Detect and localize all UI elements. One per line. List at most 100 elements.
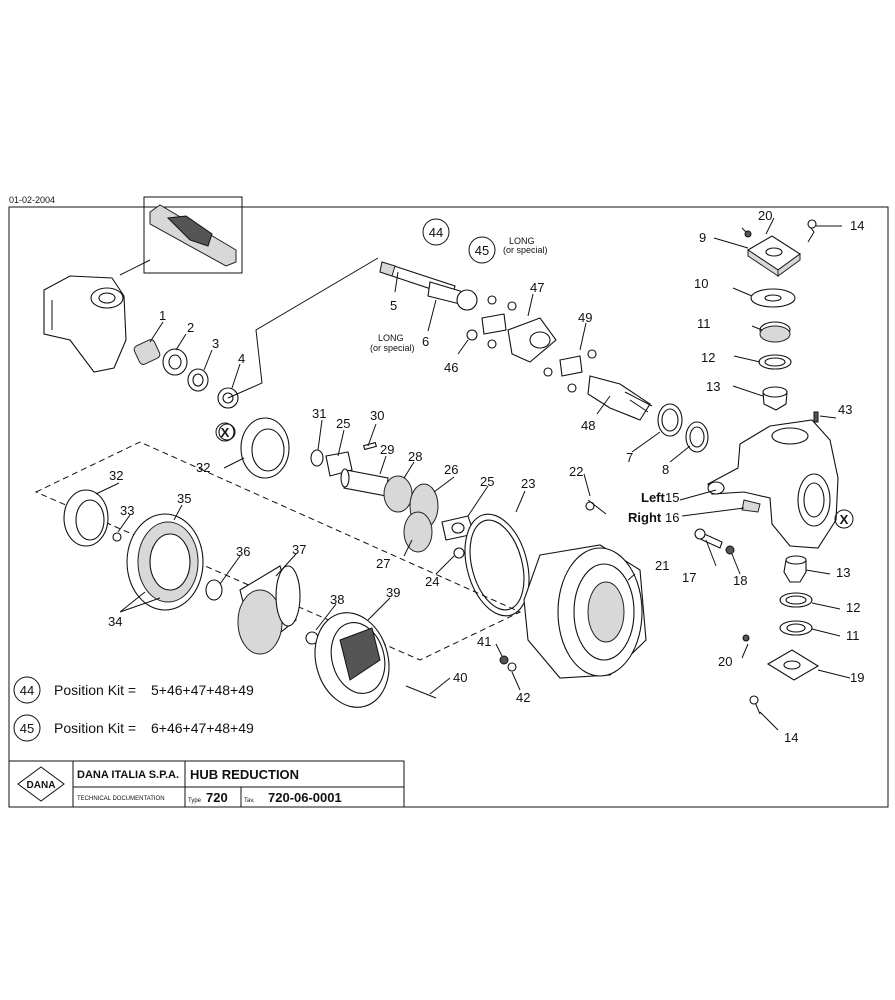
callout-45-circled: 45 [475, 243, 489, 258]
callout-23: 23 [521, 476, 535, 491]
callout-27: 27 [376, 556, 390, 571]
callout-41: 41 [477, 634, 491, 649]
side-label-right: Right [628, 510, 662, 525]
long-notes: LONG (or special) LONG (or special) [370, 236, 548, 353]
callout-36: 36 [236, 544, 250, 559]
axle-inset [119, 196, 243, 276]
type-value: 720 [206, 790, 228, 805]
callout-49: 49 [578, 310, 592, 325]
callout-46: 46 [444, 360, 458, 375]
drawing-border [8, 206, 889, 808]
bearing-cup-32 [218, 417, 290, 479]
note-or-special-top: (or special) [503, 245, 548, 255]
callout-11-bottom: 11 [846, 628, 860, 643]
callout-32-center: 32 [196, 460, 210, 475]
note-or-special-left: (or special) [370, 343, 415, 353]
kit-44-number: 44 [20, 683, 34, 698]
callout-17: 17 [682, 570, 696, 585]
position-kits: 44 Position Kit = 5+46+47+48+49 45 Posit… [13, 676, 254, 742]
callout-13-top: 13 [706, 379, 720, 394]
callout-5: 5 [390, 298, 397, 313]
dana-logo: DANA [27, 780, 56, 791]
callout-25-right: 25 [480, 474, 494, 489]
callout-labels: 1 2 3 4 5 6 7 8 9 10 11 11 12 12 13 13 1… [108, 208, 864, 745]
callout-3: 3 [212, 336, 219, 351]
callout-14-bottom: 14 [784, 730, 798, 745]
universal-joint-assembly [466, 295, 653, 421]
callout-12-top: 12 [701, 350, 715, 365]
kit-45-number: 45 [20, 721, 34, 736]
callout-30: 30 [370, 408, 384, 423]
cover-39 [314, 612, 437, 708]
callout-48: 48 [581, 418, 595, 433]
callout-24: 24 [425, 574, 439, 589]
marker-x-right: X [840, 512, 849, 527]
callout-11-top: 11 [697, 316, 711, 331]
note-long-top: LONG [509, 236, 535, 246]
ring-37 [237, 565, 319, 655]
callout-16: 16 [665, 510, 679, 525]
callout-20-bottom: 20 [718, 654, 732, 669]
callout-38: 38 [330, 592, 344, 607]
kit-44-label: Position Kit = [54, 682, 136, 698]
callout-13-bottom: 13 [836, 565, 850, 580]
callout-22: 22 [569, 464, 583, 479]
callout-44-circled: 44 [429, 225, 443, 240]
steering-knuckle [707, 419, 839, 549]
plug-41-42 [499, 655, 517, 672]
bearing-parts-1-4 [133, 339, 239, 409]
leader-lines [95, 217, 851, 731]
callout-28: 28 [408, 449, 422, 464]
company-name: DANA ITALIA S.P.A. [77, 769, 179, 781]
callout-35: 35 [177, 491, 191, 506]
marker-x-left: X [221, 425, 230, 440]
callout-34: 34 [108, 614, 122, 629]
callout-33: 33 [120, 503, 134, 518]
callout-2: 2 [187, 320, 194, 335]
callout-21: 21 [655, 558, 669, 573]
callout-29: 29 [380, 442, 394, 457]
drawing-date: 01-02-2004 [9, 195, 55, 205]
technical-documentation: TECHNICAL DOCUMENTATION [77, 796, 165, 802]
callout-1: 1 [159, 308, 166, 323]
callout-26: 26 [444, 462, 458, 477]
callout-6: 6 [422, 334, 429, 349]
axle-shafts-5-6 [379, 261, 478, 311]
callout-7: 7 [626, 450, 633, 465]
planet-parts-25-31 [310, 441, 475, 559]
kit-45-value: 6+46+47+48+49 [151, 720, 254, 736]
callout-25-left: 25 [336, 416, 350, 431]
title-block: DANA DANA ITALIA S.P.A. TECHNICAL DOCUME… [8, 760, 405, 808]
side-label-left: Left [641, 490, 666, 505]
callout-43: 43 [838, 402, 852, 417]
king-pin-stack-top [741, 219, 819, 423]
ring-23 [464, 513, 530, 617]
callout-20-top: 20 [758, 208, 772, 223]
callout-15: 15 [665, 490, 679, 505]
type-label: Type [188, 798, 202, 804]
kit-45-label: Position Kit = [54, 720, 136, 736]
note-long-left: LONG [378, 333, 404, 343]
callout-8: 8 [662, 462, 669, 477]
callout-47: 47 [530, 280, 544, 295]
ring-gear-34-36 [126, 513, 223, 611]
king-pin-stack-bottom [742, 555, 820, 715]
wheel-hub-21 [523, 499, 647, 679]
drawing-title: HUB REDUCTION [190, 767, 299, 782]
callout-9: 9 [699, 230, 706, 245]
tav-value: 720-06-0001 [268, 790, 342, 805]
seals-7-8 [657, 403, 709, 453]
callout-31: 31 [312, 406, 326, 421]
callout-42: 42 [516, 690, 530, 705]
callout-12-bottom: 12 [846, 600, 860, 615]
circled-callouts: 44 45 X X [215, 218, 854, 529]
bolt-17-18 [694, 528, 735, 555]
callout-39: 39 [386, 585, 400, 600]
callout-19: 19 [850, 670, 864, 685]
callout-14-top: 14 [850, 218, 864, 233]
bearing-cup-32-left [63, 489, 122, 547]
callout-10: 10 [694, 276, 708, 291]
callout-32-left: 32 [109, 468, 123, 483]
callout-4: 4 [238, 351, 245, 366]
